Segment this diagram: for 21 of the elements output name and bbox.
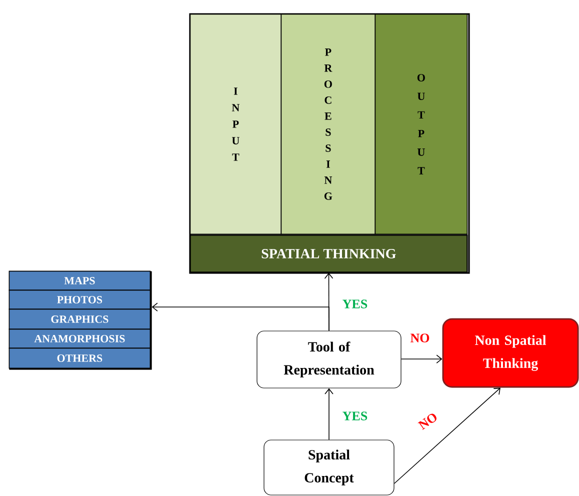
process-box: Tool of Representation xyxy=(256,330,402,388)
list-cell: PHOTOS xyxy=(8,290,151,310)
list-cell: MAPS xyxy=(8,270,151,291)
list-cell: OTHERS xyxy=(8,348,151,369)
edge-label: NO xyxy=(416,410,440,432)
column-box: INPUT xyxy=(190,14,282,235)
column-box: PROCESSING xyxy=(280,14,376,235)
column-box: OUTPUT xyxy=(374,14,468,235)
edge-label: YES xyxy=(341,298,369,310)
arrow xyxy=(324,388,334,440)
result-box: Non Spatial Thinking xyxy=(442,318,579,388)
arrow xyxy=(152,302,330,332)
arrow xyxy=(400,354,442,364)
arrow xyxy=(394,388,500,484)
frame-box xyxy=(189,13,470,274)
edge-label: NO xyxy=(409,332,431,344)
list-cell: ANAMORPHOSIS xyxy=(8,328,151,349)
edge-label: YES xyxy=(341,410,369,422)
band-box: SPATIAL THINKING xyxy=(190,234,468,273)
list-cell: GRAPHICS xyxy=(8,308,151,330)
process-box: Spatial Concept xyxy=(264,440,394,496)
